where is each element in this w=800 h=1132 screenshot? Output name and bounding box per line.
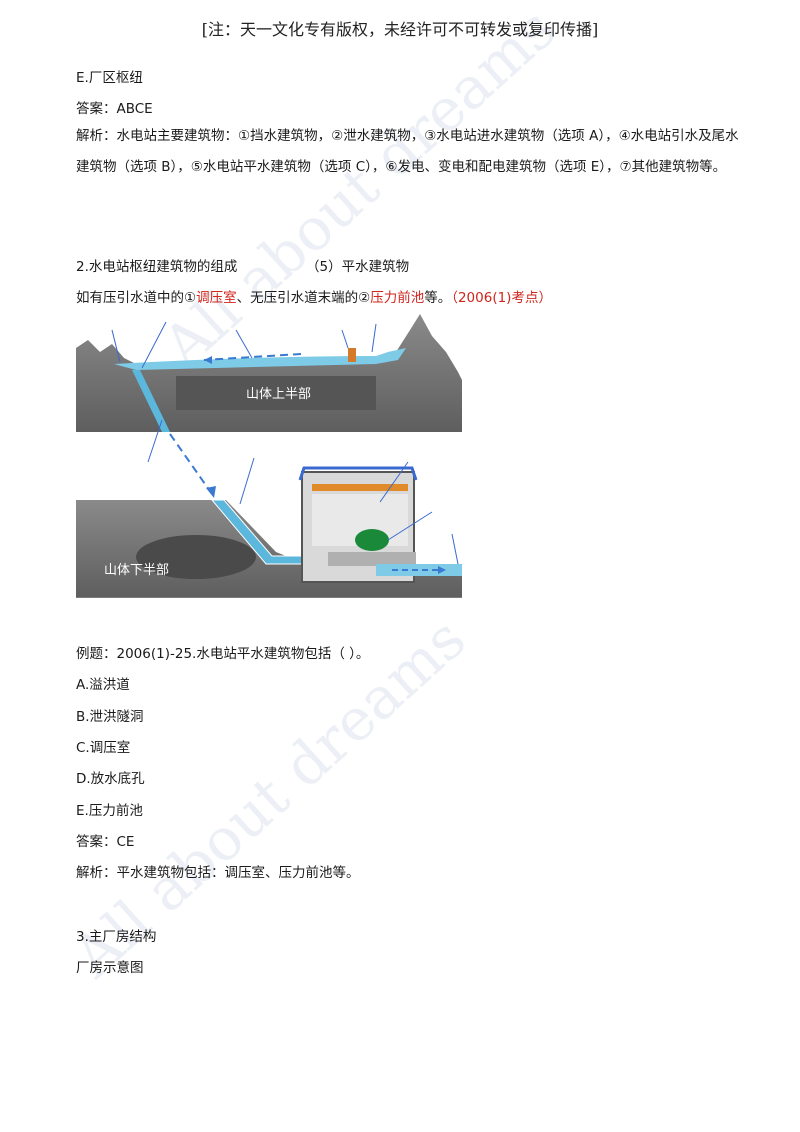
tailrace-arrowhead — [438, 566, 446, 574]
label-line — [451, 533, 459, 565]
upper-shaft — [132, 370, 170, 432]
surge-chamber-term: 调压室 — [196, 290, 237, 306]
example-option: D.放水底孔 — [76, 771, 145, 787]
upper-label: 山体上半部 — [246, 387, 311, 402]
label-line — [235, 329, 253, 359]
option-e: E.厂区枢纽 — [76, 70, 143, 86]
section-subtitle: （5）平水建筑物 — [306, 259, 410, 275]
description: 如有压引水道中的①调压室、无压引水道末端的②压力前池等。（2006(1)考点） — [76, 286, 552, 306]
label-line — [141, 321, 167, 369]
hydropower-diagram: 山体上半部 山体下半部 — [76, 314, 462, 599]
label-line — [239, 457, 255, 505]
example-option: C.调压室 — [76, 740, 131, 756]
example-question: 例题：2006(1)-25.水电站平水建筑物包括（ ）。 — [76, 646, 370, 662]
powerhouse-roof — [298, 466, 418, 481]
flow-arrow — [203, 353, 302, 361]
label-line — [341, 329, 349, 349]
example-analysis: 解析：平水建筑物包括：调压室、压力前池等。 — [76, 865, 360, 881]
reservoir-water — [114, 348, 406, 370]
label-line — [147, 419, 163, 463]
label-line — [371, 323, 377, 353]
example-option: E.压力前池 — [76, 803, 143, 819]
intake-gate — [348, 348, 356, 362]
description-mid: 、无压引水道末端的② — [236, 290, 371, 306]
crane-beam — [312, 484, 408, 491]
section-title: 2.水电站枢纽建筑物的组成 — [76, 259, 238, 275]
exam-note: （2006(1)考点） — [451, 290, 552, 306]
section3-title: 3.主厂房结构 — [76, 929, 157, 945]
turbine-base — [328, 552, 416, 566]
tailrace-water — [376, 564, 462, 576]
example-option: A.溢洪道 — [76, 677, 130, 693]
lower-dark-area — [136, 535, 256, 579]
description-suffix: 等。 — [424, 290, 452, 306]
analysis: 解析：水电站主要建筑物：①挡水建筑物，②泄水建筑物，③水电站进水建筑物（选项 A… — [76, 128, 739, 175]
forebay-term: 压力前池 — [370, 290, 425, 306]
label-line — [111, 329, 121, 363]
section3-subtitle: 厂房示意图 — [76, 960, 144, 976]
copyright-header: [注：天一文化专有版权，未经许可不可转发或复印传播] — [201, 20, 599, 39]
example-option: B.泄洪隧洞 — [76, 709, 144, 725]
lower-label: 山体下半部 — [104, 563, 169, 578]
example-answer: 答案：CE — [76, 834, 135, 850]
hydropower-figure: 山体上半部 山体下半部 — [76, 312, 462, 599]
answer: 答案：ABCE — [76, 101, 153, 117]
description-prefix: 如有压引水道中的① — [76, 290, 197, 306]
descent-arrowhead — [206, 486, 216, 498]
label-line — [379, 461, 409, 503]
label-line — [387, 511, 433, 541]
flow-arrowhead — [204, 356, 212, 364]
upper-tunnel-body — [176, 376, 376, 410]
turbine — [355, 529, 389, 551]
